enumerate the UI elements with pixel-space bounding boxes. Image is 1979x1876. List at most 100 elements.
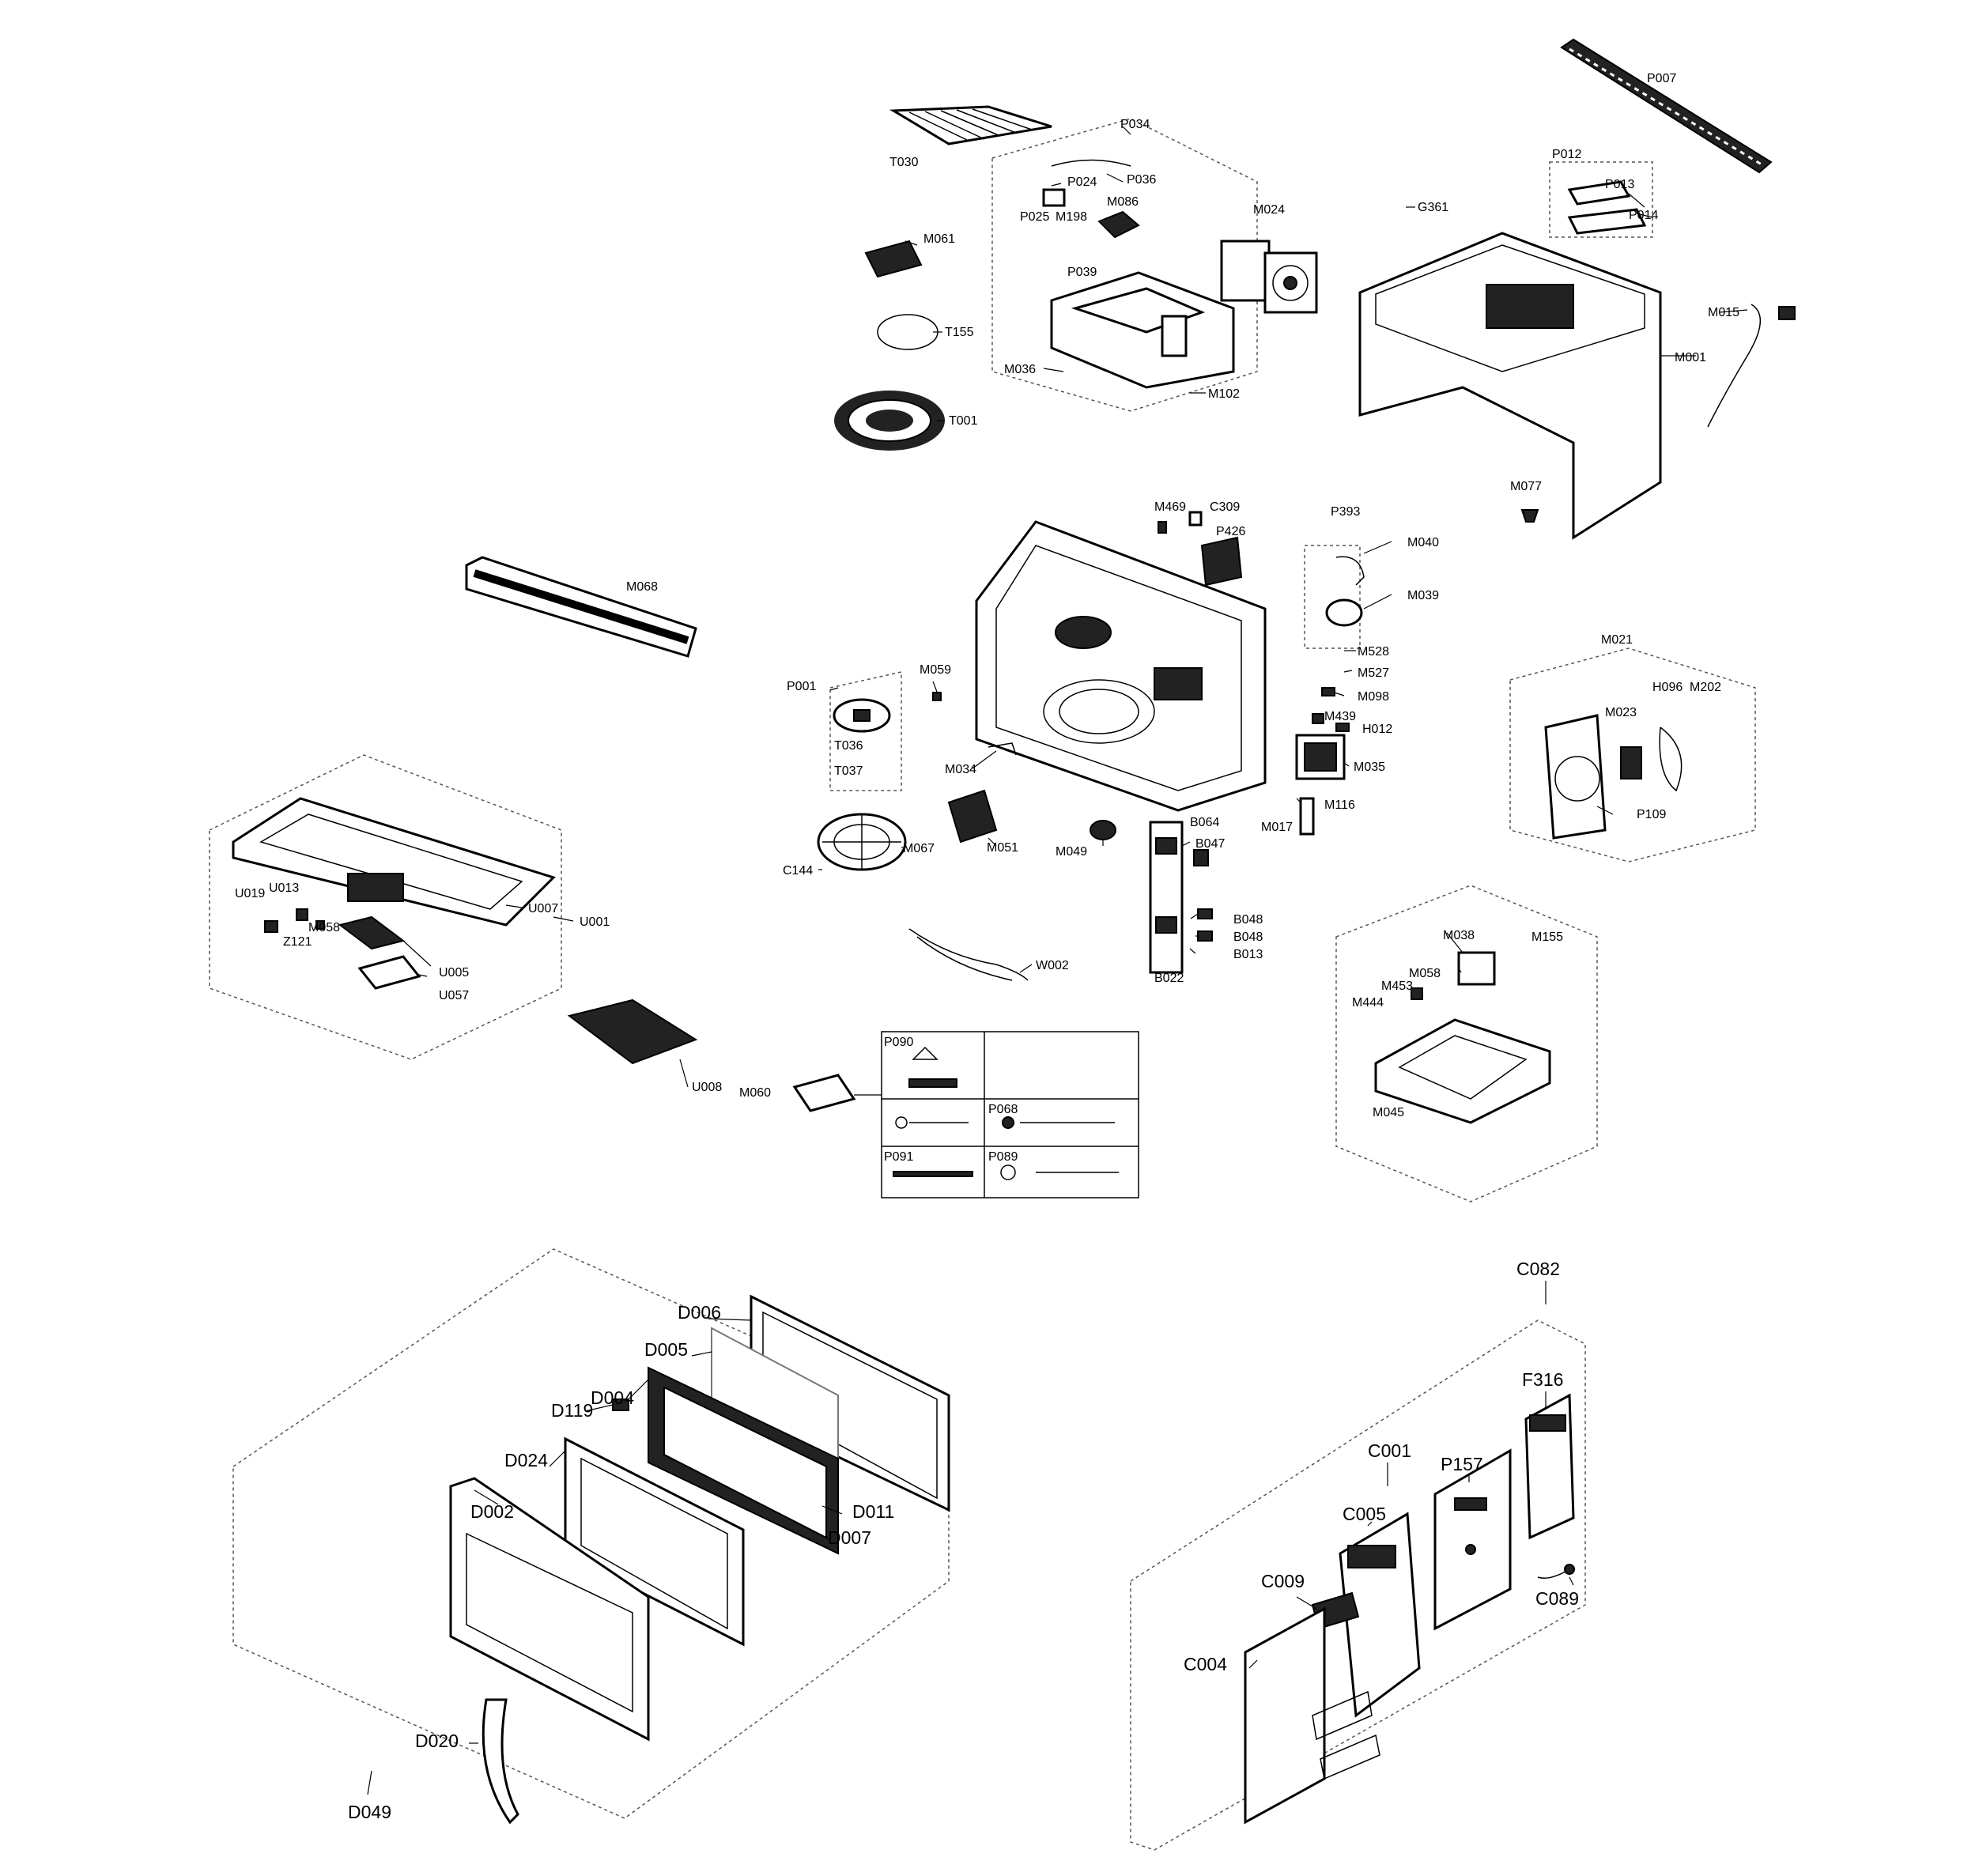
callout-labels: P007 P034 T030 P024 P036 P025 M198 M086 … [235,72,1739,1822]
label-m024: M024 [1253,203,1285,217]
part-latch-switch [1193,849,1209,866]
label-m045: M045 [1373,1106,1404,1119]
part-lamp-cover [357,955,421,990]
label-w002: W002 [1036,959,1069,972]
label-m528: M528 [1358,645,1389,659]
part-socket-c [315,920,325,930]
label-m015: M015 [1708,306,1739,319]
label-m058-b: M058 [1409,967,1441,980]
label-m060: M060 [739,1086,771,1100]
label-m038: M038 [1443,929,1475,942]
label-m444: M444 [1352,996,1384,1010]
label-m061: M061 [923,232,955,246]
label-m023: M023 [1605,706,1637,719]
label-u057: U057 [439,989,469,1002]
part-vent-tray [1567,208,1647,235]
part-fan-motor [1220,240,1318,314]
part-door-frame-inner [648,1366,839,1555]
part-plate [1097,210,1140,239]
leader-lines [367,126,1748,1795]
label-m102: M102 [1208,387,1240,401]
label-m035: M035 [1354,761,1385,774]
part-base-plate-inner [1398,1035,1528,1100]
label-m040: M040 [1407,536,1439,549]
part-bracket-small [988,742,1017,756]
label-p013: P013 [1605,178,1634,191]
part-small-sensor [1321,687,1335,696]
label-t037: T037 [834,764,863,778]
label-b013: B013 [1233,948,1263,961]
part-control-board [1524,1393,1575,1540]
part-membrane-keypad [1244,1606,1380,1825]
group-outline-fan-assembly [1509,647,1756,863]
hardware-kit-table [881,1031,1139,1198]
label-u001: U001 [580,915,610,929]
part-switch-a [1197,908,1213,919]
label-u005: U005 [439,966,469,980]
label-d020: D020 [415,1731,459,1751]
label-u008: U008 [692,1081,722,1094]
label-p012: P012 [1552,148,1581,161]
part-grease-filter [567,998,698,1065]
label-f316: F316 [1522,1369,1563,1390]
part-stirrer-motor [1090,820,1116,840]
label-g361: G361 [1418,201,1448,214]
label-c005: C005 [1343,1504,1386,1524]
label-d005: D005 [644,1339,688,1360]
label-p036: P036 [1127,173,1156,187]
part-small-switch-base [1411,987,1423,1000]
label-d024: D024 [504,1450,548,1470]
part-fan-bracket-hole [1554,756,1600,802]
part-control-panel-frame [1339,1512,1421,1718]
part-rack [889,105,1052,145]
part-switch-b [1197,930,1213,942]
part-plug [1778,306,1796,320]
label-p024: P024 [1067,176,1097,189]
label-d002: D002 [470,1501,514,1522]
part-outer-case [1358,232,1662,540]
label-m439: M439 [1324,710,1356,723]
label-m086: M086 [1107,195,1139,209]
part-wire-harness-main [908,928,1029,981]
part-wire-harness [1051,159,1131,167]
part-clip [1158,521,1167,534]
label-m049: M049 [1056,845,1087,859]
label-m017: M017 [1261,821,1293,834]
label-m155: M155 [1531,930,1563,944]
label-z121: Z121 [283,935,312,949]
part-fan-motor-small [1620,746,1642,779]
label-h012: H012 [1362,723,1392,736]
group-outline-turntable-motor [829,671,902,791]
part-transformer [1295,734,1346,780]
label-m036: M036 [1004,363,1036,376]
label-m051: M051 [987,841,1018,855]
group-outline-door [232,1248,950,1819]
label-c009: C009 [1261,1571,1305,1591]
label-d007: D007 [828,1527,871,1548]
label-m059: M059 [920,663,951,677]
label-p109: P109 [1637,808,1666,821]
label-m202: M202 [1690,681,1721,694]
part-door-screen [564,1436,745,1647]
part-coupler-hub [853,709,871,722]
part-thermal-cutoff [1299,797,1315,836]
label-m198: M198 [1056,210,1087,224]
label-c004: C004 [1184,1654,1227,1674]
label-m034: M034 [945,763,976,776]
label-u007: U007 [528,902,558,915]
part-base-plate [1374,1018,1551,1124]
part-roller-guide [817,813,907,871]
label-m453: M453 [1381,980,1413,993]
label-p025: P025 [1020,210,1049,224]
label-t036: T036 [834,739,863,753]
part-wire-harness-strand [916,936,1013,981]
group-outline-motor-bracket [1304,545,1361,649]
label-p039: P039 [1067,266,1097,279]
group-outline-base-assembly [1335,885,1598,1202]
label-c144: C144 [783,864,813,878]
part-small-fuse [1335,723,1350,732]
part-door-panel [449,1477,650,1742]
label-m077: M077 [1510,480,1542,493]
label-t001: T001 [949,414,978,428]
label-b048-b: B048 [1233,930,1263,944]
